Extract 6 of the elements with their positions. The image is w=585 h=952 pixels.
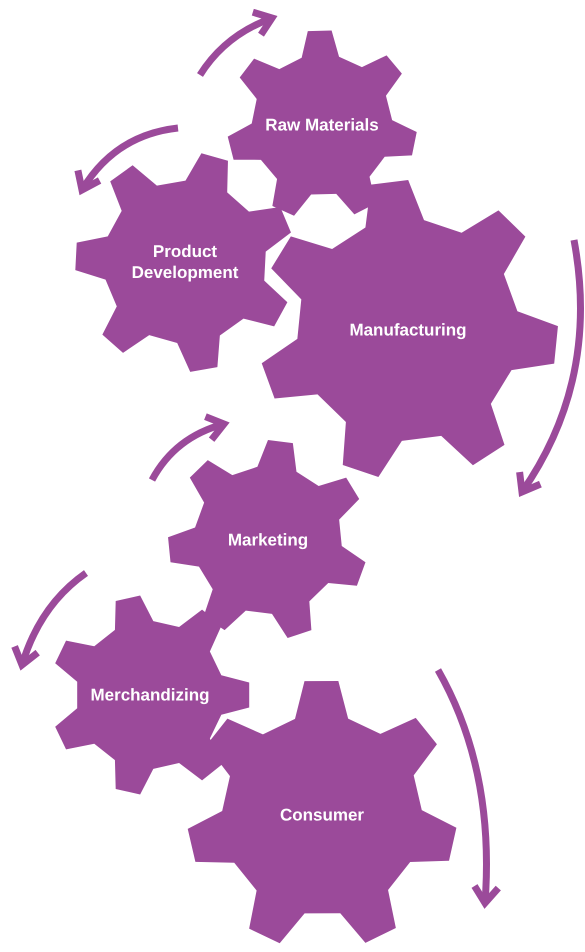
gear-label: Consumer	[278, 804, 366, 826]
gear-label: Marketing	[226, 530, 310, 550]
gear-label: Product Development	[130, 241, 240, 283]
gear-label: Merchandizing	[89, 684, 210, 706]
gear-label: Manufacturing	[348, 320, 468, 340]
gear-label: Raw Materials	[264, 114, 380, 136]
